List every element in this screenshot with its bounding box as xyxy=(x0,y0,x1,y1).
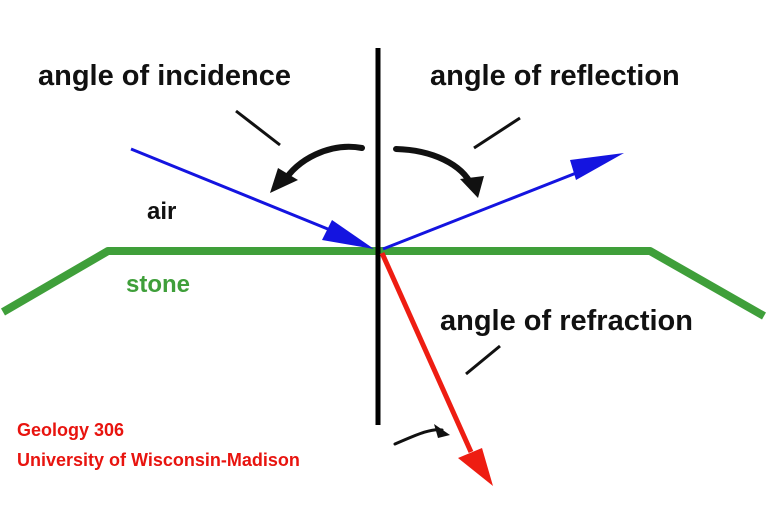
refraction-angle-arc xyxy=(393,428,444,446)
reflection-arc-arrowhead xyxy=(460,176,484,198)
reflected-ray xyxy=(382,164,595,251)
reflection-leader-line xyxy=(473,116,521,150)
incidence-arc-arrowhead xyxy=(270,168,298,193)
credit-line-1: Geology 306 xyxy=(17,420,125,440)
refraction-leader-line xyxy=(465,344,501,376)
reflection-angle-arc xyxy=(393,146,475,189)
incidence-angle-arc xyxy=(281,143,365,185)
refraction-label: angle of refraction xyxy=(440,305,693,337)
incident-ray xyxy=(130,147,346,238)
incident-ray-arrowhead xyxy=(322,220,374,249)
refracted-ray-arrowhead xyxy=(458,448,493,486)
incidence-label: angle of incidence xyxy=(38,60,291,92)
air-label: air xyxy=(147,198,177,225)
refracted-ray xyxy=(379,251,474,454)
credit-line-2: University of Wisconsin-Madison xyxy=(17,450,300,470)
reflected-ray-arrowhead xyxy=(570,153,624,180)
incidence-leader-line xyxy=(235,109,281,147)
stone-label: stone xyxy=(126,271,191,298)
refraction-arc-arrowhead xyxy=(434,424,450,438)
reflection-label: angle of reflection xyxy=(430,60,680,92)
